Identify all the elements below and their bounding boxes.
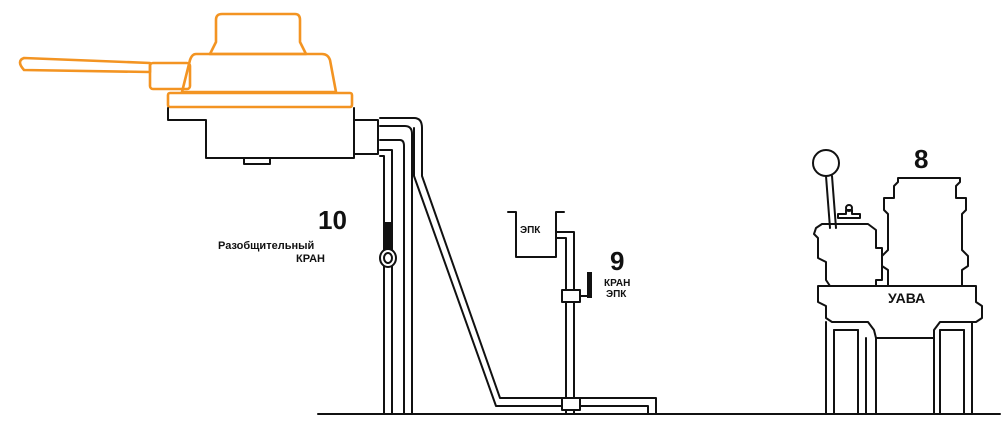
valve-mount-block	[167, 107, 379, 165]
drivers-brake-valve-highlighted[interactable]	[18, 12, 354, 109]
epk-box-label: ЭПК	[520, 225, 541, 236]
uava-label: УАВА	[888, 290, 925, 306]
brake-pipes	[379, 117, 657, 415]
uava-unit[interactable]	[812, 149, 983, 415]
item10-label-line2: КРАН	[296, 253, 325, 265]
item9-label-line1: КРАН	[604, 278, 630, 289]
item10-number: 10	[318, 205, 347, 235]
item9-label-line2: ЭПК	[606, 289, 627, 300]
item10-label-line1: Разобщительный	[218, 240, 314, 252]
item9-number: 9	[610, 246, 624, 276]
item8-number: 8	[914, 144, 928, 174]
isolating-valve-10[interactable]	[379, 222, 397, 268]
epk-valve-9[interactable]	[561, 272, 592, 411]
epk-unit	[507, 211, 575, 415]
